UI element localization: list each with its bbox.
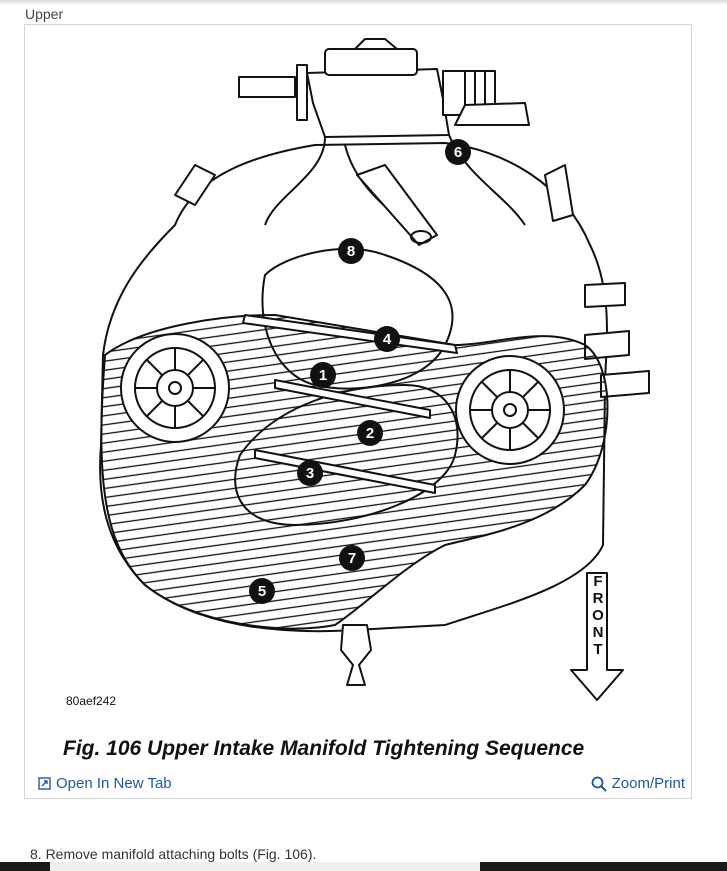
figure-code: 80aef242 bbox=[66, 694, 117, 708]
bolt-1-marker: 1 bbox=[310, 362, 336, 388]
magnifier-icon bbox=[591, 776, 607, 792]
bottom-bar-segment bbox=[50, 862, 480, 871]
zoom-print-label: Zoom/Print bbox=[611, 775, 685, 792]
svg-text:4: 4 bbox=[383, 331, 392, 348]
svg-text:7: 7 bbox=[348, 550, 356, 567]
open-new-tab-link[interactable]: Open In New Tab bbox=[38, 775, 172, 792]
step-text: 8. Remove manifold attaching bolts (Fig.… bbox=[30, 846, 317, 862]
bolt-6-marker: 6 bbox=[445, 139, 471, 165]
figure-box: 1 2 3 4 5 6 7 8 F R O N T 80aef242 Fig. … bbox=[24, 24, 692, 799]
bolt-2-marker: 2 bbox=[357, 420, 383, 446]
bolt-4-marker: 4 bbox=[374, 326, 400, 352]
front-letter: O bbox=[592, 607, 604, 624]
bolt-7-marker: 7 bbox=[339, 545, 365, 571]
front-letter: F bbox=[593, 573, 603, 590]
svg-text:2: 2 bbox=[366, 425, 374, 442]
intake-manifold-diagram: 1 2 3 4 5 6 7 8 bbox=[99, 38, 650, 701]
open-new-tab-icon bbox=[38, 777, 51, 790]
svg-text:3: 3 bbox=[306, 465, 314, 482]
svg-text:5: 5 bbox=[258, 583, 266, 600]
svg-text:6: 6 bbox=[454, 144, 462, 161]
front-label: F R O N T bbox=[588, 573, 608, 658]
bolt-3-marker: 3 bbox=[297, 460, 323, 486]
bottom-bar-segment bbox=[0, 862, 50, 871]
bolt-5-marker: 5 bbox=[249, 578, 275, 604]
svg-text:8: 8 bbox=[347, 243, 355, 260]
bolt-8-marker: 8 bbox=[338, 238, 364, 264]
front-letter: N bbox=[592, 624, 604, 641]
zoom-print-link[interactable]: Zoom/Print bbox=[591, 775, 685, 792]
front-letter: R bbox=[592, 590, 604, 607]
bottom-bar bbox=[0, 862, 727, 871]
section-label: Upper bbox=[25, 6, 64, 22]
front-letter: T bbox=[593, 641, 603, 658]
open-new-tab-label: Open In New Tab bbox=[56, 775, 172, 792]
top-fade bbox=[0, 0, 727, 5]
svg-text:1: 1 bbox=[319, 367, 327, 384]
figure-caption: Fig. 106 Upper Intake Manifold Tightenin… bbox=[63, 737, 585, 760]
bottom-bar-segment bbox=[480, 862, 727, 871]
